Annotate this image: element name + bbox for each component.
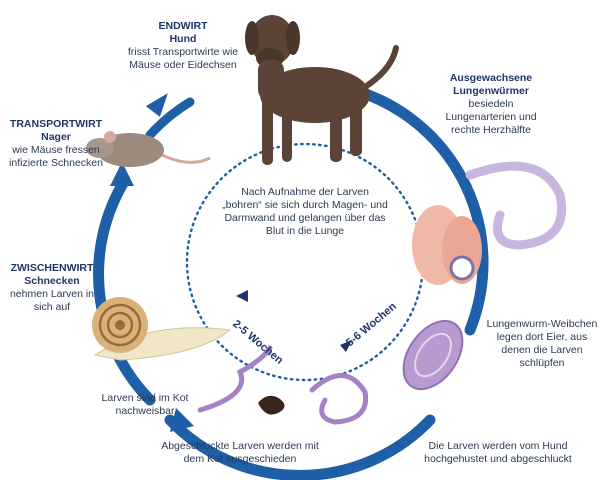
zwischenwirt-title: ZWISCHENWIRT <box>10 262 94 274</box>
arrow-head-left <box>110 162 134 186</box>
transportwirt-text: wie Mäuse fressen infizierte Schnecken <box>9 144 103 169</box>
adult-worms-label: Ausgewachsene Lungenwürmer besiedeln Lun… <box>432 72 550 137</box>
coughed-text: Die Larven werden vom Hund hochgehustet … <box>424 440 572 465</box>
mouse-illustration <box>86 131 211 167</box>
dog-illustration <box>245 15 399 165</box>
dotted-arrow-left <box>236 290 248 302</box>
zwischenwirt-label: ZWISCHENWIRT Schnecken nehmen Larven in … <box>6 262 98 314</box>
zwischenwirt-text: nehmen Larven in sich auf <box>9 288 95 313</box>
excreted-text: Abgeschluckte Larven werden mit dem Kot … <box>161 440 319 465</box>
arrow-head-top <box>145 93 168 117</box>
transportwirt-title: TRANSPORTWIRT <box>9 118 103 130</box>
cycle-arrow-topleft <box>145 97 195 140</box>
eggs-label: Lungenwurm-Weibchen legen dort Eier, aus… <box>484 318 600 370</box>
arrow-head-bottom <box>170 408 194 432</box>
adult-worms-text: besiedeln Lungenarterien und rechte Herz… <box>445 98 537 136</box>
zwischenwirt-subtitle: Schnecken <box>24 275 80 287</box>
egg-illustration <box>402 319 464 391</box>
larvae-illustration <box>197 345 369 425</box>
cycle-arrow-left <box>93 174 156 406</box>
eggs-text: Lungenwurm-Weibchen legen dort Eier, aus… <box>486 318 598 369</box>
endwirt-title: ENDWIRT <box>158 20 208 32</box>
cycle-arrow-bottom <box>164 414 436 480</box>
transportwirt-subtitle: Nager <box>41 131 71 143</box>
coughed-label: Die Larven werden vom Hund hochgehustet … <box>398 440 598 466</box>
excreted-label: Abgeschluckte Larven werden mit dem Kot … <box>150 440 330 466</box>
cycle-arrow-right <box>354 86 489 336</box>
adult-worms-title: Ausgewachsene Lungenwürmer <box>449 72 533 97</box>
center-text: Nach Aufnahme der Larven „bohren“ sie si… <box>222 186 388 237</box>
dotted-arrow-right <box>340 340 352 352</box>
inner-dotted-circle <box>185 142 425 382</box>
snail-illustration <box>92 297 232 361</box>
endwirt-label: ENDWIRT Hund frisst Transportwirte wie M… <box>118 20 248 72</box>
kot-text: Larven sind im Kot nachweisbar <box>101 392 189 417</box>
center-description: Nach Aufnahme der Larven „bohren“ sie si… <box>222 186 388 238</box>
lung-illustration <box>412 161 567 285</box>
endwirt-text: frisst Transportwirte wie Mäuse oder Eid… <box>127 46 239 71</box>
transportwirt-label: TRANSPORTWIRT Nager wie Mäuse fressen in… <box>6 118 106 170</box>
endwirt-subtitle: Hund <box>169 33 197 45</box>
kot-label: Larven sind im Kot nachweisbar <box>90 392 200 418</box>
